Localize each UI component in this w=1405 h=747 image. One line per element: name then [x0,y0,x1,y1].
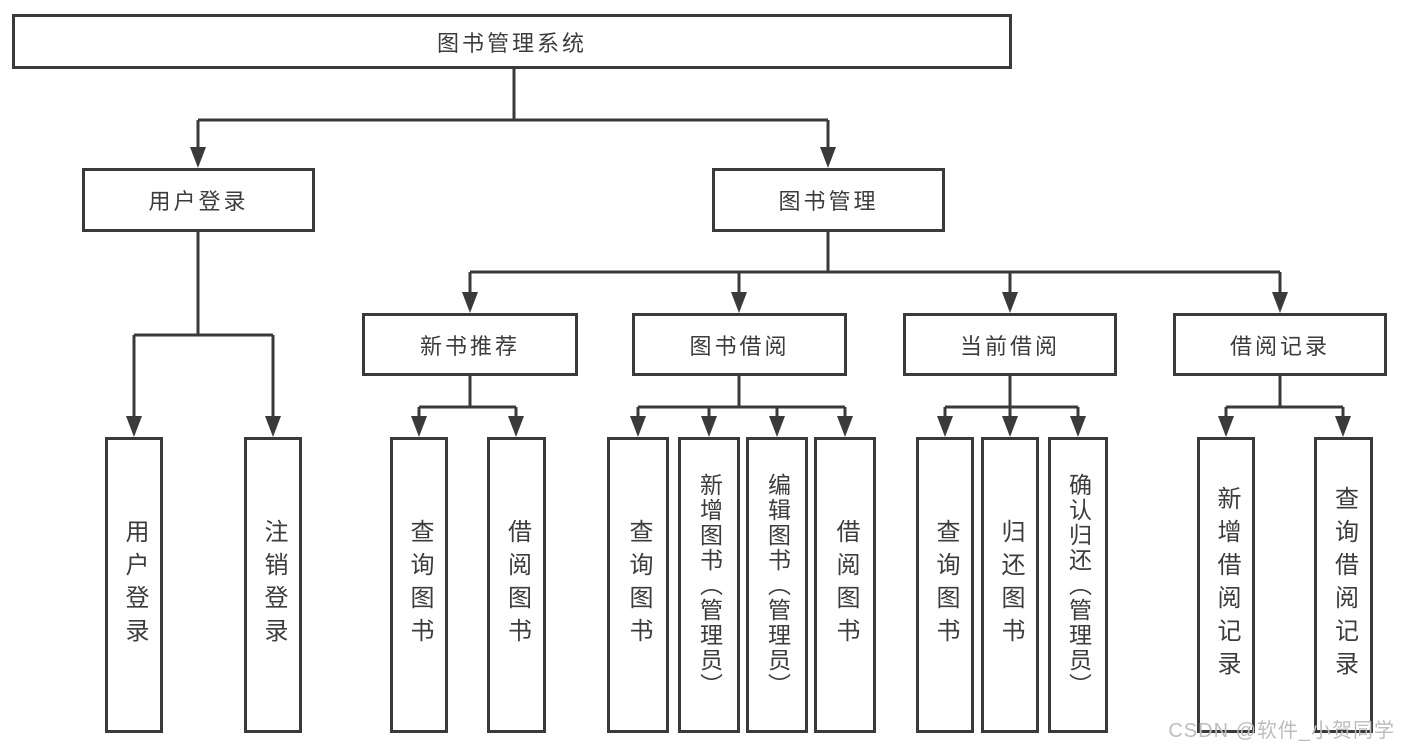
leaf-current-confirm-return-admin-label: 确认归还（管理员） [1065,472,1092,698]
node-root: 图书管理系统 [12,14,1012,69]
arrowheads [126,147,1351,437]
leaf-user-login-label: 用户登录 [121,519,148,651]
leaf-borrow-add-books-admin: 新增图书（管理员） [678,437,740,733]
leaf-borrow-query-books: 查询图书 [607,437,669,733]
node-book-management-label: 图书管理 [778,189,879,214]
leaf-recommend-query-books: 查询图书 [390,437,448,733]
node-borrow-records: 借阅记录 [1173,313,1387,376]
leaf-recommend-borrow-books-label: 借阅图书 [503,519,531,651]
node-user-login-label: 用户登录 [148,189,249,214]
leaf-borrow-borrow-books-label: 借阅图书 [832,519,859,651]
leaf-recommend-query-books-label: 查询图书 [406,519,433,651]
leaf-borrow-add-books-admin-label: 新增图书（管理员） [696,472,723,698]
leaf-records-add-record: 新增借阅记录 [1197,437,1255,733]
leaf-current-confirm-return-admin: 确认归还（管理员） [1048,437,1108,733]
leaf-borrow-borrow-books: 借阅图书 [814,437,876,733]
node-current-borrow: 当前借阅 [903,313,1117,376]
leaf-records-query-record-label: 查询借阅记录 [1330,486,1358,684]
node-current-borrow-label: 当前借阅 [959,333,1060,359]
leaf-logout: 注销登录 [244,437,302,733]
node-book-borrow-label: 图书借阅 [689,333,790,359]
leaf-borrow-edit-books-admin: 编辑图书（管理员） [746,437,808,733]
leaf-records-add-record-label: 新增借阅记录 [1213,486,1240,684]
leaf-records-query-record: 查询借阅记录 [1314,437,1373,733]
leaf-user-login: 用户登录 [105,437,163,733]
node-new-book-recommend: 新书推荐 [362,313,578,376]
leaf-current-query-books: 查询图书 [916,437,974,733]
node-user-login: 用户登录 [82,168,315,232]
leaf-recommend-borrow-books: 借阅图书 [487,437,546,733]
node-book-borrow: 图书借阅 [632,313,847,376]
node-book-management: 图书管理 [712,168,945,232]
node-borrow-records-label: 借阅记录 [1229,333,1330,359]
leaf-current-query-books-label: 查询图书 [932,519,959,651]
node-root-label: 图书管理系统 [436,30,587,56]
leaf-logout-label: 注销登录 [260,519,287,651]
csdn-watermark: CSDN @软件_小贺同学 [1168,720,1395,742]
node-new-book-recommend-label: 新书推荐 [419,333,520,359]
leaf-current-return-books: 归还图书 [981,437,1039,733]
leaf-current-return-books-label: 归还图书 [997,519,1024,651]
leaf-borrow-query-books-label: 查询图书 [625,519,652,651]
leaf-borrow-edit-books-admin-label: 编辑图书（管理员） [764,472,791,698]
